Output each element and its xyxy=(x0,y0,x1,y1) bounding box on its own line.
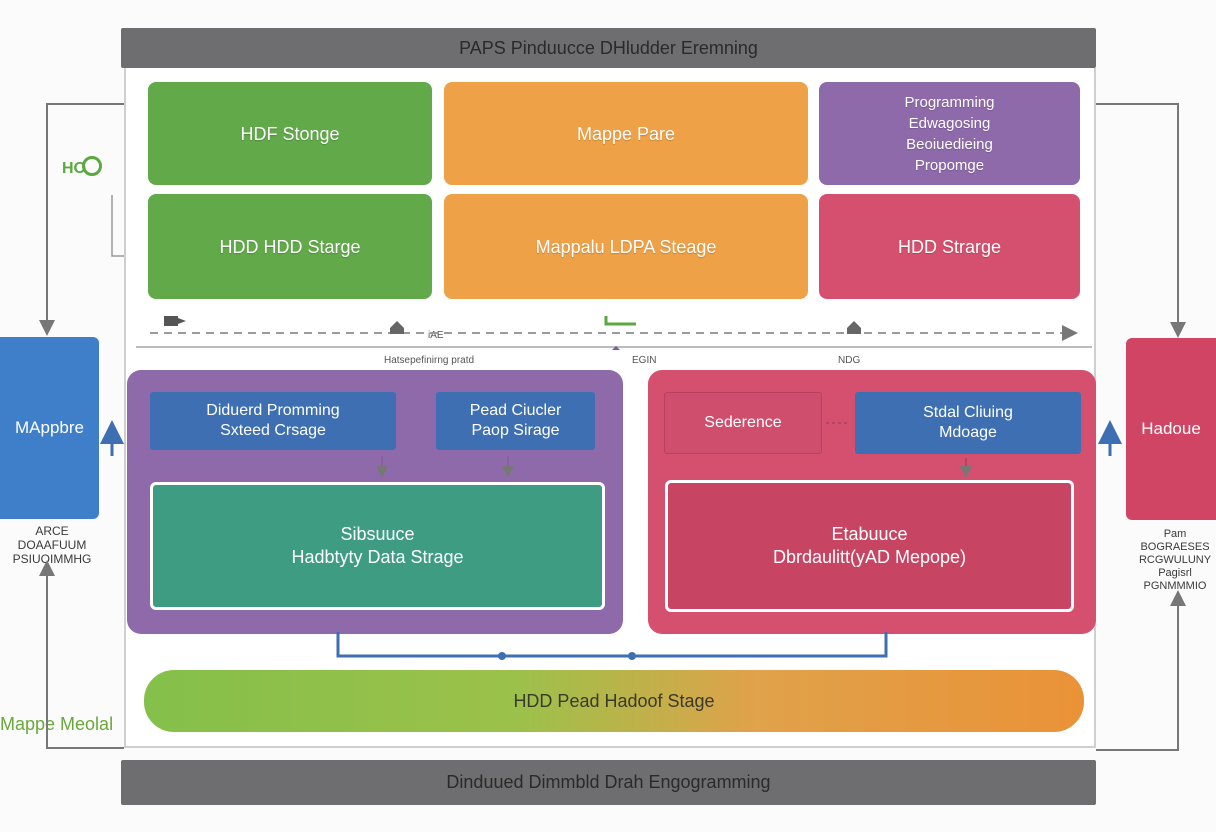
left-small-connector xyxy=(111,195,124,257)
left-top-icon-label: HO xyxy=(62,160,86,177)
cluster-mdoage-line-2: Mdoage xyxy=(939,424,997,441)
left-bottom-label: Mappe Meolal xyxy=(0,714,114,734)
hadoop-logo-icon xyxy=(82,156,102,176)
left-top-arrow xyxy=(39,103,124,336)
right-caption-line-1: Pam xyxy=(1163,528,1187,540)
programming-box: Programming Edwagosing Beoiuedieing Prop… xyxy=(819,82,1080,185)
mapper-storage-box: Mappalu LDPA Steage xyxy=(444,194,808,299)
distributed-programming-box: Diduerd Promming Sxteed Crsage xyxy=(150,392,396,450)
hdf-storage-label: HDF Stonge xyxy=(240,123,340,144)
node-icon-1 xyxy=(390,321,404,334)
diagram-title: PAPS Pinduucce DHludder Eremning xyxy=(459,37,758,58)
mapper-label: Mappe Pare xyxy=(576,123,676,144)
hadoop-stage-bar: HDD Pead Hadoof Stage xyxy=(144,670,1084,732)
cluster-mdoage-line-1: Stdal Cliuing xyxy=(923,404,1013,421)
distributed-mapper-line-2: Dbrdaulitt(yAD Mepope) xyxy=(772,547,967,567)
divider-label-mid: EGIN xyxy=(632,355,657,366)
data-storage-line-1: Sibsuuce xyxy=(340,524,415,544)
right-caption-line-3: RCGWULUNY xyxy=(1138,554,1212,566)
hadoop-stage-label: HDD Pead Hadoof Stage xyxy=(513,691,715,711)
programming-line-4: Propomge xyxy=(914,156,985,174)
header-bar: PAPS Pinduucce DHludder Eremning xyxy=(121,28,1096,68)
left-caption-line-1: ARCE xyxy=(35,524,69,538)
distributed-programming-line-2: Sxteed Crsage xyxy=(220,422,326,439)
cluster-link xyxy=(336,632,888,658)
divider-label-small: iAE xyxy=(428,330,444,341)
distributed-programming-line-1: Diduerd Promming xyxy=(206,402,340,419)
node-icon-green xyxy=(604,316,636,326)
mid-marker xyxy=(612,346,620,350)
left-side-box: MAppbre xyxy=(0,337,99,519)
left-caption-line-2: DOAAFUUM xyxy=(17,538,87,552)
sederence-box: Sederence xyxy=(664,392,822,454)
programming-line-1: Programming xyxy=(904,93,995,111)
hdd-storage-label: HDD HDD Starge xyxy=(219,236,361,257)
programming-line-3: Beoiuedieing xyxy=(906,135,993,153)
left-caption-line-3: PSIUOIMMHG xyxy=(12,552,92,566)
read-cluster-line-2: Paop Sirage xyxy=(471,422,560,439)
data-storage-line-2: Hadbtyty Data Strage xyxy=(291,547,464,567)
right-caption-line-5: PGNMMMIO xyxy=(1143,580,1207,592)
cluster-mdoage-box: Stdal Cliuing Mdoage xyxy=(855,392,1081,454)
hdd-strarge-label: HDD Strarge xyxy=(897,236,1002,257)
right-caption-line-4: Pagisrl xyxy=(1158,567,1192,579)
data-storage-box: Sibsuuce Hadbtyty Data Strage xyxy=(150,482,605,610)
right-top-arrow xyxy=(1096,103,1186,338)
distributed-mapper-line-1: Etabuuce xyxy=(831,524,908,544)
divider-label-left: Hatsepefinirng pratd xyxy=(384,355,475,366)
programming-line-2: Edwagosing xyxy=(908,114,991,132)
right-caption-line-2: BOGRAESES xyxy=(1140,541,1210,553)
mapper-storage-label: Mappalu LDPA Steage xyxy=(535,236,717,257)
hdd-strarge-box: HDD Strarge xyxy=(819,194,1080,299)
left-side-label: MAppbre xyxy=(15,418,84,437)
link-dot-1 xyxy=(498,652,506,660)
right-bottom-arrow xyxy=(1096,590,1186,751)
hdd-storage-box: HDD HDD Starge xyxy=(148,194,432,299)
left-side-caption: ARCE DOAAFUUM PSIUOIMMHG xyxy=(0,524,104,566)
right-side-box: Hadoue xyxy=(1126,338,1216,520)
right-side-label: Hadoue xyxy=(1141,419,1201,438)
footer-title: Dinduued Dimmbld Drah Engogramming xyxy=(446,772,771,792)
left-bottom-arrow xyxy=(39,560,124,749)
read-cluster-box: Pead Ciucler Paop Sirage xyxy=(436,392,595,450)
distributed-mapper-box: Etabuuce Dbrdaulitt(yAD Mepope) xyxy=(665,480,1074,612)
link-dot-2 xyxy=(628,652,636,660)
sederence-label: Sederence xyxy=(704,414,782,431)
hdf-storage-box: HDF Stonge xyxy=(148,82,432,185)
node-icon-0 xyxy=(164,316,186,326)
right-side-caption: Pam BOGRAESES RCGWULUNY Pagisrl PGNMMMIO xyxy=(1134,528,1216,593)
read-cluster-line-1: Pead Ciucler xyxy=(469,402,562,419)
footer-bar: Dinduued Dimmbld Drah Engogramming xyxy=(121,760,1096,805)
mapper-box: Mappe Pare xyxy=(444,82,808,185)
divider-label-right: NDG xyxy=(838,355,861,366)
node-icon-2 xyxy=(847,321,861,334)
